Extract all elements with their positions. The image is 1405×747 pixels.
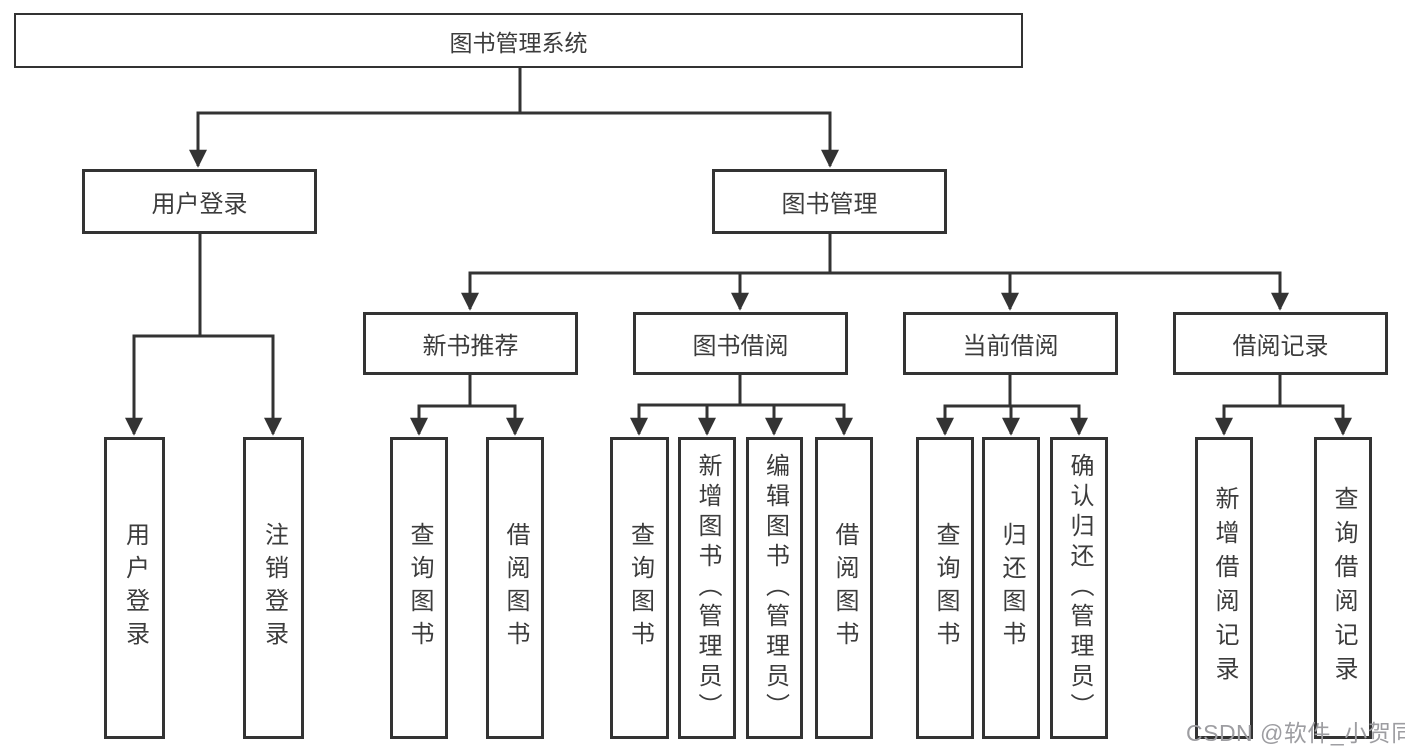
leaf-logout-login: 注销登录 <box>243 437 304 739</box>
node-borrowing-records: 借阅记录 <box>1173 312 1388 375</box>
node-label: 图书管理 <box>781 191 878 218</box>
node-label: 图书管理系统 <box>449 29 588 56</box>
leaf-user-login: 用户登录 <box>104 437 165 739</box>
leaf-query-books-borrowing: 查询图书 <box>610 437 669 739</box>
leaf-borrow-books: 借阅图书 <box>815 437 873 739</box>
leaf-return-books: 归还图书 <box>982 437 1040 739</box>
leaf-label: 新增借阅记录 <box>1211 486 1238 690</box>
leaf-query-books-current: 查询图书 <box>916 437 974 739</box>
leaf-add-books-admin: 新增图书（管理员） <box>678 437 736 739</box>
node-user-login: 用户登录 <box>82 169 317 234</box>
leaf-label: 确认归还（管理员） <box>1066 453 1093 723</box>
node-library-management-system: 图书管理系统 <box>14 13 1023 68</box>
node-book-borrowing: 图书借阅 <box>633 312 848 375</box>
leaf-label: 新增图书（管理员） <box>694 453 721 723</box>
leaf-label: 查询图书 <box>626 522 654 654</box>
leaf-label: 借阅图书 <box>831 522 858 654</box>
leaf-add-borrow-record: 新增借阅记录 <box>1195 437 1253 739</box>
leaf-label: 查询图书 <box>932 522 959 654</box>
node-label: 当前借阅 <box>962 333 1059 360</box>
leaf-label: 归还图书 <box>998 522 1025 654</box>
leaf-confirm-return-admin: 确认归还（管理员） <box>1050 437 1108 739</box>
leaf-label: 编辑图书（管理员） <box>761 453 789 723</box>
leaf-label: 借阅图书 <box>502 522 529 654</box>
leaf-label: 注销登录 <box>260 522 288 654</box>
watermark-text: CSDN @软件_小贺同学 <box>1186 720 1405 746</box>
leaf-edit-books-admin: 编辑图书（管理员） <box>746 437 803 739</box>
leaf-borrow-books-recommend: 借阅图书 <box>486 437 544 739</box>
leaf-label: 用户登录 <box>121 522 149 654</box>
node-label: 借阅记录 <box>1232 333 1329 360</box>
leaf-label: 查询图书 <box>406 522 433 654</box>
node-label: 用户登录 <box>151 191 248 218</box>
leaf-label: 查询借阅记录 <box>1330 486 1357 690</box>
leaf-query-books-recommend: 查询图书 <box>390 437 448 739</box>
node-label: 图书借阅 <box>692 333 789 360</box>
node-book-management: 图书管理 <box>712 169 947 234</box>
node-label: 新书推荐 <box>422 333 519 360</box>
node-current-borrowing: 当前借阅 <box>903 312 1118 375</box>
node-new-book-recommendation: 新书推荐 <box>363 312 578 375</box>
leaf-query-borrow-record: 查询借阅记录 <box>1314 437 1372 739</box>
